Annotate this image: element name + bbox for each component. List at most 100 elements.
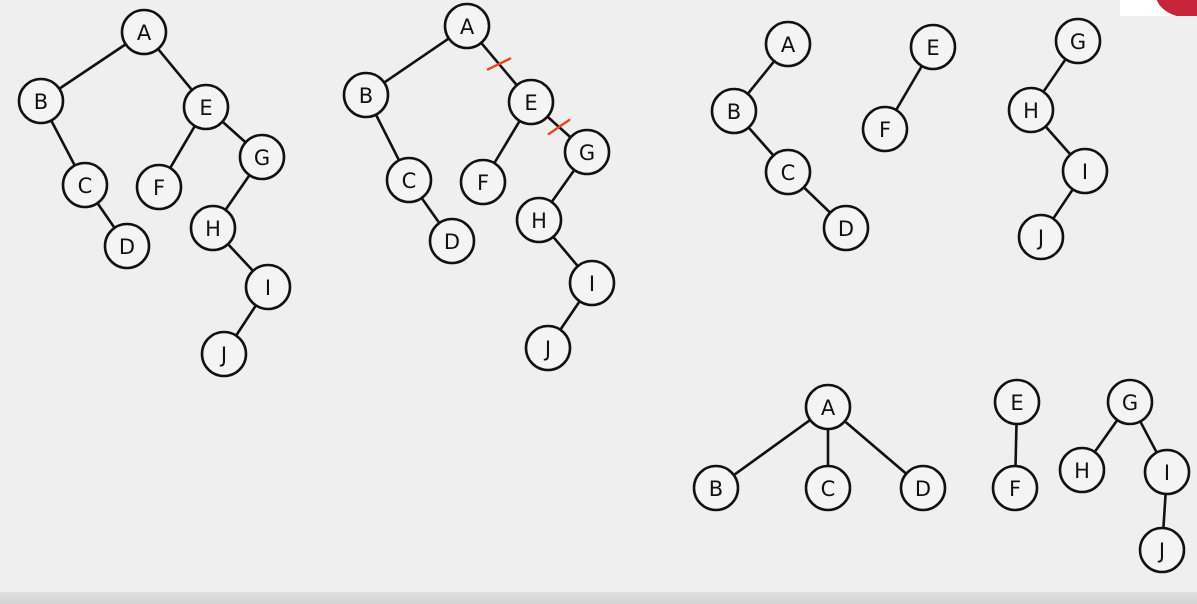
node-label: F	[477, 171, 489, 195]
node-circle	[507, 78, 555, 126]
bottom-bar	[0, 592, 1197, 604]
node-label: B	[34, 90, 48, 114]
cut-mark-A-E	[486, 57, 512, 71]
node-D: D	[103, 222, 151, 270]
node-circle	[710, 87, 758, 135]
node-label: E	[926, 36, 939, 60]
node-label: C	[781, 161, 796, 185]
node-I: I	[1143, 448, 1191, 496]
edge-G-H	[1093, 418, 1119, 454]
node-circle	[103, 222, 151, 270]
node-circle	[443, 2, 491, 50]
edge-B-C	[747, 126, 775, 157]
node-A: A	[764, 20, 812, 68]
corner-logo	[1120, 0, 1197, 16]
node-circle	[385, 156, 433, 204]
node-circle	[244, 263, 292, 311]
node-circle	[1061, 147, 1109, 195]
node-label: I	[1082, 160, 1088, 184]
node-label: B	[727, 100, 741, 124]
node-C: C	[764, 148, 812, 196]
node-label: C	[402, 169, 417, 193]
node-A: A	[443, 2, 491, 50]
node-D: D	[899, 464, 947, 512]
node-label: J	[219, 343, 227, 367]
node-G: G	[1106, 378, 1154, 426]
node-circle	[764, 20, 812, 68]
node-circle	[568, 259, 616, 307]
node-label: D	[119, 235, 135, 259]
node-circle	[238, 133, 286, 181]
node-circle	[1138, 526, 1186, 574]
node-circle	[993, 378, 1041, 426]
node-H: H	[1007, 86, 1055, 134]
node-circle	[182, 83, 230, 131]
node-label: H	[205, 217, 221, 241]
edge-H-I	[226, 242, 255, 273]
node-B: B	[342, 71, 390, 119]
edge-B-C	[49, 119, 77, 167]
edge-A-B	[746, 59, 776, 96]
node-circle	[524, 324, 572, 372]
node-label: F	[153, 176, 165, 200]
node-label: C	[78, 174, 93, 198]
node-B: B	[710, 87, 758, 135]
node-C: C	[61, 161, 109, 209]
node-circle	[515, 196, 563, 244]
edge-A-D	[843, 419, 908, 476]
node-A: A	[804, 383, 852, 431]
node-I: I	[1061, 147, 1109, 195]
node-circle	[428, 217, 476, 265]
edge-C-D	[802, 185, 832, 215]
node-E: E	[993, 378, 1041, 426]
node-A: A	[120, 8, 168, 56]
node-D: D	[428, 217, 476, 265]
edge-E-F	[1014, 422, 1018, 468]
node-circle	[1106, 378, 1154, 426]
node-label: E	[199, 96, 212, 120]
node-label: A	[821, 396, 836, 420]
node-circle	[120, 8, 168, 56]
edge-H-I	[551, 235, 580, 268]
node-label: E	[1010, 391, 1023, 415]
node-label: I	[589, 272, 595, 296]
node-C: C	[385, 156, 433, 204]
node-circle	[861, 105, 909, 153]
node-label: A	[781, 33, 796, 57]
node-label: G	[1070, 30, 1086, 54]
node-J: J	[1138, 526, 1186, 574]
node-label: J	[1157, 539, 1165, 563]
node-circle	[899, 464, 947, 512]
node-label: F	[1009, 477, 1021, 501]
edge-G-I	[1138, 420, 1159, 454]
node-label: H	[1023, 99, 1039, 123]
node-D: D	[822, 204, 870, 252]
node-circle	[189, 204, 237, 252]
node-F: F	[991, 464, 1039, 512]
cut-mark-E-G	[547, 118, 571, 136]
node-circle	[200, 330, 248, 378]
node-label: B	[709, 477, 723, 501]
node-circle	[804, 383, 852, 431]
node-label: I	[1164, 461, 1170, 485]
node-circle	[1143, 448, 1191, 496]
node-label: E	[524, 91, 537, 115]
edge-H-I	[1044, 125, 1072, 156]
node-circle	[764, 148, 812, 196]
node-circle	[563, 128, 611, 176]
node-G: G	[563, 128, 611, 176]
node-E: E	[909, 23, 957, 71]
edge-I-J	[234, 304, 258, 337]
edge-A-B	[57, 42, 128, 91]
node-F: F	[135, 163, 183, 211]
node-label: I	[265, 276, 271, 300]
node-circle	[822, 204, 870, 252]
node-circle	[1058, 446, 1106, 494]
node-H: H	[189, 204, 237, 252]
node-E: E	[182, 83, 230, 131]
node-G: G	[238, 133, 286, 181]
node-label: A	[137, 21, 152, 45]
